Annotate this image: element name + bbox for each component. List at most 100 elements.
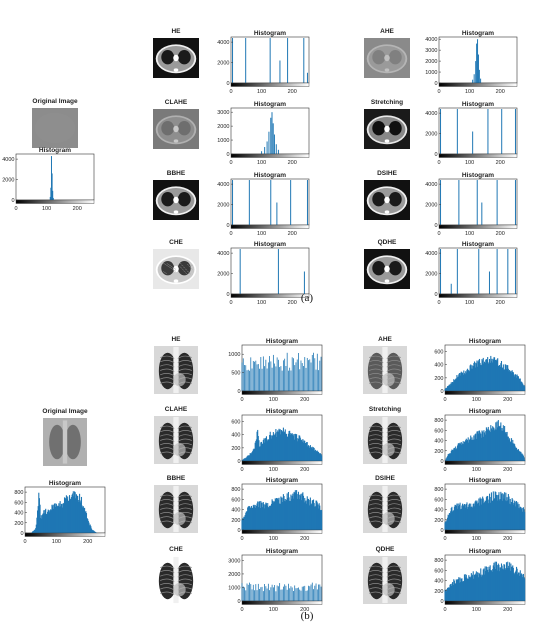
- intensity-colorbar: [241, 460, 323, 465]
- panel-b-clahe-image: [154, 416, 198, 464]
- plot-area: [15, 153, 95, 201]
- y-tick-label: 0: [226, 152, 229, 158]
- x-tick-label: 200: [73, 206, 82, 212]
- y-tick-label: 400: [434, 508, 443, 514]
- y-tick-label: 1000: [228, 352, 240, 358]
- y-tick-label: 2000: [425, 132, 437, 138]
- x-tick-label: 0: [240, 536, 243, 542]
- histogram-title: Histogram: [462, 30, 494, 37]
- panel-a-che-title: CHE: [169, 239, 183, 246]
- y-tick-label: 200: [434, 376, 443, 382]
- y-tick-label: 0: [237, 459, 240, 465]
- intensity-colorbar: [444, 460, 526, 465]
- x-tick-label: 0: [240, 467, 243, 473]
- y-tick-label: 200: [434, 449, 443, 455]
- panel-b-che-title: CHE: [169, 546, 183, 553]
- intensity-colorbar: [230, 153, 310, 158]
- histogram-title: Histogram: [469, 408, 501, 415]
- x-tick-label: 100: [472, 536, 481, 542]
- x-tick-label: 200: [300, 467, 309, 473]
- panel-a-ahe-image: [364, 38, 410, 78]
- y-tick-label: 0: [440, 389, 443, 395]
- y-tick-label: 600: [434, 497, 443, 503]
- x-tick-label: 100: [257, 160, 266, 166]
- panel-a-clahe-image: [153, 109, 199, 149]
- histogram-title: Histogram: [462, 101, 494, 108]
- histogram-title: Histogram: [462, 241, 494, 248]
- y-tick-label: 0: [20, 531, 23, 537]
- y-tick-label: 800: [434, 558, 443, 564]
- y-tick-label: 4000: [425, 182, 437, 188]
- intensity-colorbar: [15, 199, 95, 204]
- y-tick-label: 0: [434, 292, 437, 298]
- panel-a-stretching-image: [364, 109, 410, 149]
- y-tick-label: 400: [434, 363, 443, 369]
- panel-b-qdhe-title: QDHE: [375, 546, 395, 553]
- x-tick-label: 0: [23, 539, 26, 545]
- panel-a-stretching-title: Stretching: [370, 99, 404, 106]
- histogram-title: Histogram: [462, 172, 494, 179]
- y-tick-label: 800: [231, 487, 240, 493]
- plot-area: [230, 247, 310, 295]
- x-tick-label: 100: [269, 536, 278, 542]
- panel-b-original-image-title: Original Image: [42, 408, 88, 415]
- y-tick-label: 4000: [217, 251, 229, 257]
- y-tick-label: 2000: [228, 572, 240, 578]
- y-tick-label: 3000: [217, 110, 229, 116]
- y-tick-label: 4000: [217, 182, 229, 188]
- x-tick-label: 0: [240, 607, 243, 613]
- panel-b-dsihe-image: [363, 485, 407, 533]
- panel-a-che-image: [153, 249, 199, 289]
- panel-a-he-image: [153, 38, 199, 78]
- panel-b-stretching-image: [363, 416, 407, 464]
- x-tick-label: 200: [288, 160, 297, 166]
- x-tick-label: 100: [257, 89, 266, 95]
- y-tick-label: 600: [434, 350, 443, 356]
- y-tick-label: 200: [434, 589, 443, 595]
- y-tick-label: 4000: [2, 157, 14, 163]
- histogram-title: Histogram: [39, 147, 71, 154]
- x-tick-label: 100: [269, 397, 278, 403]
- x-tick-label: 100: [472, 467, 481, 473]
- intensity-colorbar: [230, 224, 310, 229]
- y-tick-label: 3000: [425, 48, 437, 54]
- y-tick-label: 400: [434, 579, 443, 585]
- intensity-colorbar: [444, 390, 526, 395]
- x-tick-label: 0: [437, 160, 440, 166]
- histogram-title: Histogram: [469, 477, 501, 484]
- intensity-colorbar: [444, 529, 526, 534]
- panel-b-ahe-title: AHE: [378, 336, 392, 343]
- x-tick-label: 200: [503, 607, 512, 613]
- x-tick-label: 200: [300, 607, 309, 613]
- y-tick-label: 0: [434, 152, 437, 158]
- panel-b-clahe-title: CLAHE: [164, 406, 188, 413]
- y-tick-label: 4000: [217, 40, 229, 46]
- panel-b-stretching-title: Stretching: [368, 406, 402, 413]
- panel-a-clahe-title: CLAHE: [164, 99, 188, 106]
- y-tick-label: 2000: [425, 59, 437, 65]
- x-tick-label: 100: [257, 300, 266, 306]
- x-tick-label: 0: [443, 607, 446, 613]
- y-tick-label: 800: [434, 418, 443, 424]
- y-tick-label: 4000: [425, 111, 437, 117]
- histogram-title: Histogram: [254, 241, 286, 248]
- panel-b-qdhe-image: [363, 556, 407, 604]
- intensity-colorbar: [438, 293, 518, 298]
- plot-area: [438, 247, 518, 295]
- y-tick-label: 600: [231, 420, 240, 426]
- intensity-colorbar: [438, 153, 518, 158]
- x-tick-label: 100: [269, 607, 278, 613]
- intensity-colorbar: [444, 600, 526, 605]
